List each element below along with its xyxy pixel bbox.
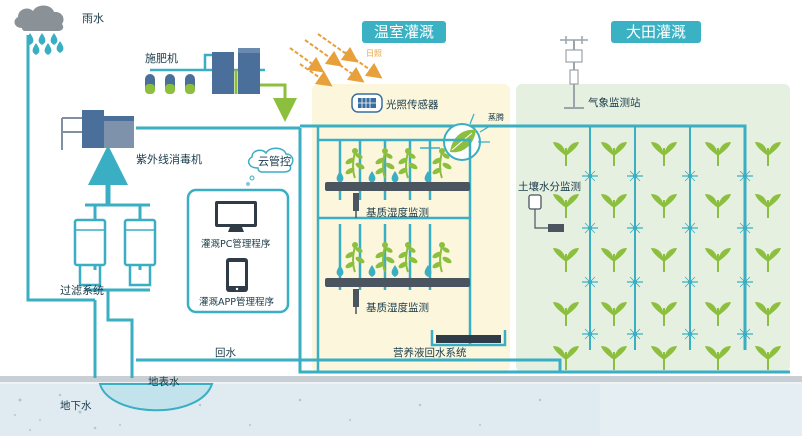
substrate-label-2: 基质湿度监测: [366, 301, 429, 314]
light-sensor-icon: [351, 93, 383, 113]
uv-machine: [61, 110, 134, 150]
evaporation-label: 蒸腾: [488, 112, 504, 122]
greenhouse-title-box: [362, 21, 446, 43]
rain-cloud-icon: [14, 5, 64, 55]
fertilizer-label: 施肥机: [145, 51, 178, 65]
cloud-control-bubble: [246, 147, 294, 186]
field-title-box: [611, 21, 701, 43]
nutrient-tank: [430, 330, 507, 347]
weather-label: 气象监测站: [588, 96, 641, 109]
uv-label: 紫外线消毒机: [136, 152, 202, 166]
app-label: 灌溉APP管理程序: [199, 296, 274, 308]
nutrient-label: 营养液回水系统: [393, 346, 467, 359]
ground-water-label: 地下水: [60, 399, 92, 412]
weather-station-icon: [560, 36, 588, 109]
pc-label: 灌溉PC管理程序: [201, 238, 271, 250]
field-title: 大田灌溉: [626, 23, 686, 41]
rack-top: [325, 182, 470, 191]
pond: [98, 383, 214, 412]
ground-surface: [0, 376, 802, 382]
greenhouse-title: 温室灌溉: [374, 23, 434, 41]
field-zone: [516, 84, 790, 372]
cloud-label: 云管控: [258, 154, 291, 168]
sunlight-label: 日照: [366, 49, 382, 58]
light-sensor-label: 光照传感器: [386, 98, 439, 111]
soil-label: 土壤水分监测: [518, 180, 581, 193]
fertilizer-machine: [145, 48, 287, 105]
phone-icon: [226, 258, 248, 292]
filter-label: 过滤系统: [60, 284, 104, 297]
field-pipes: [589, 126, 746, 350]
control-panel: [186, 188, 290, 314]
monitor-icon: [215, 201, 257, 232]
rain-label: 雨水: [82, 12, 104, 25]
greenhouse-pipes: [316, 126, 472, 372]
soil-probe-icon: [528, 194, 564, 232]
return-water-label: 回水: [215, 347, 236, 359]
sun-arrow-icon: [289, 33, 383, 87]
substrate-sensor-1: [353, 193, 359, 218]
rack-bottom: [325, 278, 470, 287]
surface-water-label: 地表水: [148, 375, 180, 388]
substrate-sensor-2: [353, 289, 359, 314]
filter-system: [73, 203, 157, 292]
substrate-label-1: 基质湿度监测: [366, 206, 429, 219]
